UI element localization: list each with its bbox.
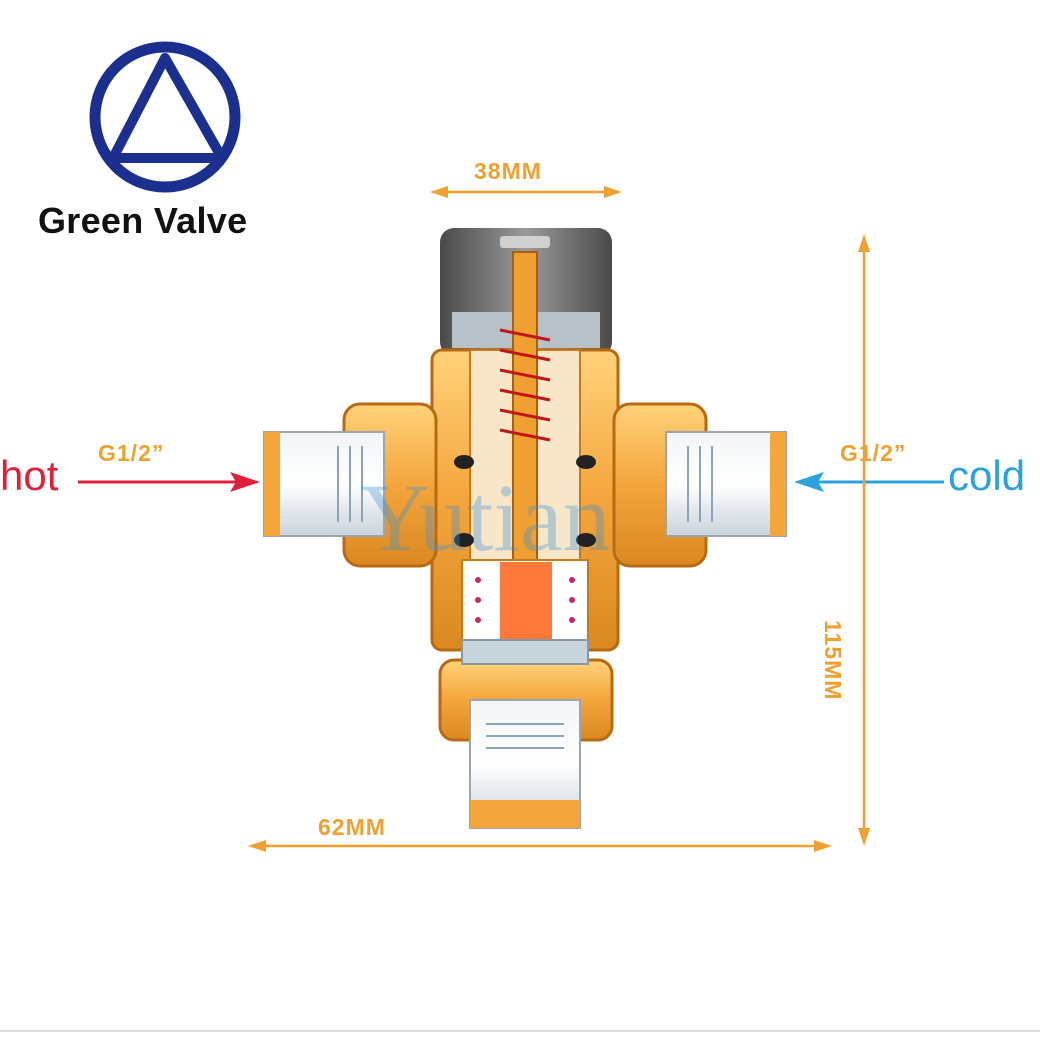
hot-thread-label: G1/2” <box>98 440 165 466</box>
bottom-divider <box>0 1030 1040 1032</box>
cold-label: cold <box>948 452 1026 499</box>
cold-port-pipe <box>665 431 787 537</box>
height-dimension: 115MM <box>820 620 846 701</box>
hot-label: hot <box>0 452 59 499</box>
brand-name: Green Valve <box>38 200 248 241</box>
cold-thread-label: G1/2” <box>840 440 907 466</box>
watermark: Yutian <box>360 464 611 571</box>
overall-width-dimension: 62MM <box>318 814 386 840</box>
top-width-dimension: 38MM <box>474 158 542 184</box>
